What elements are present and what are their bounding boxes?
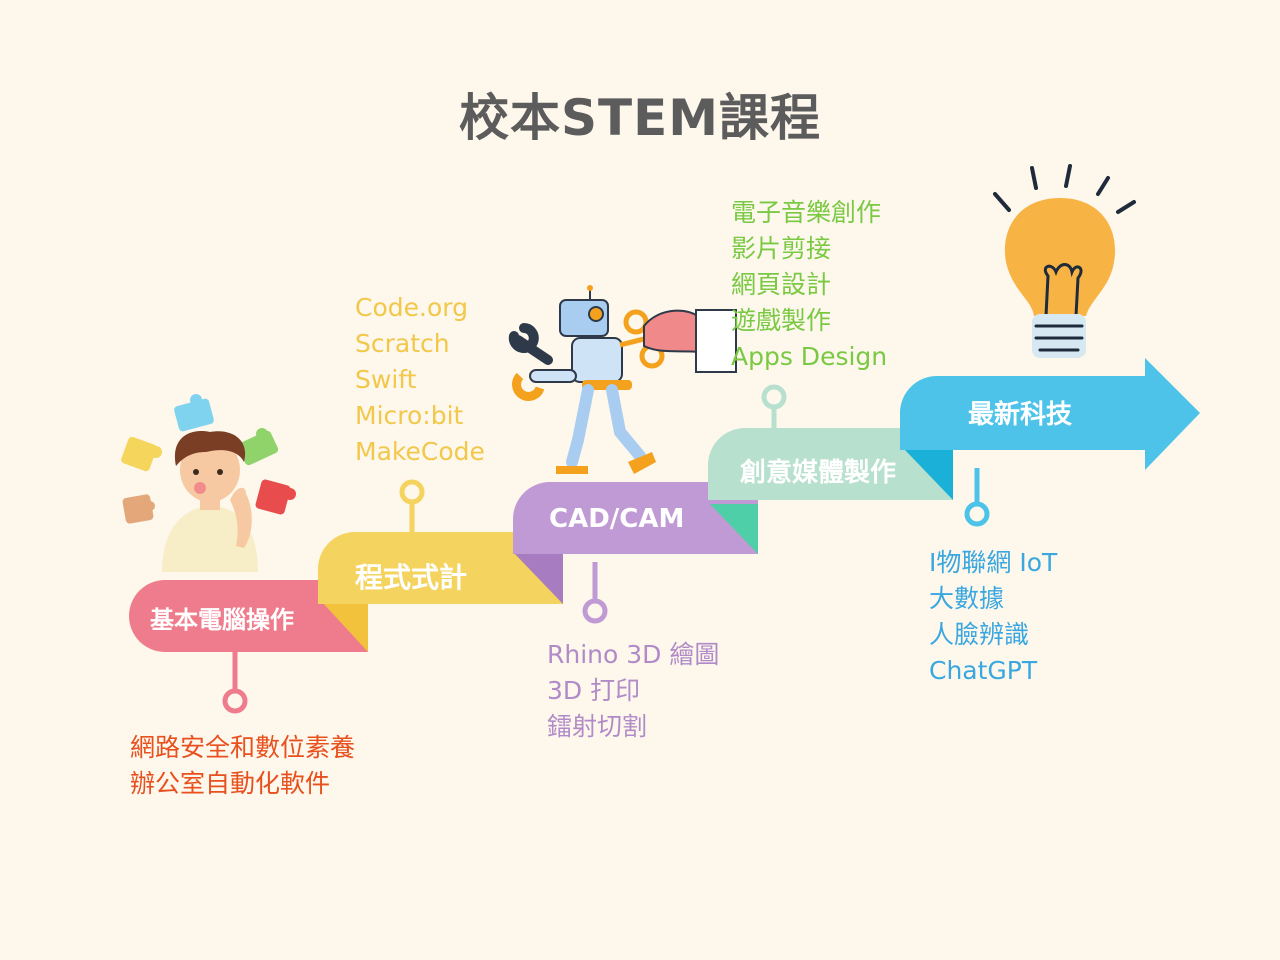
stage-2-items: Code.org Scratch Swift Micro:bit MakeCod…: [355, 290, 485, 470]
stage-3-label: CAD/CAM: [549, 504, 685, 534]
list-item: Code.org: [355, 293, 468, 322]
page-title: 校本STEM課程: [458, 89, 822, 147]
stage-5-label: 最新科技: [968, 400, 1073, 430]
list-item: 影片剪接: [731, 234, 832, 263]
list-item: Scratch: [355, 329, 450, 358]
stage-3-ribbon: [513, 482, 758, 604]
list-item: 鐳射切割: [547, 712, 648, 741]
list-item: 3D 打印: [547, 676, 641, 705]
robot-icon: [508, 285, 737, 474]
stage-4-ribbon: [708, 428, 953, 500]
stage-1-items: 網路安全和數位素養 辦公室自動化軟件: [130, 730, 355, 802]
list-item: ChatGPT: [929, 656, 1038, 685]
list-item: Swift: [355, 365, 417, 394]
list-item: 電子音樂創作: [731, 198, 882, 227]
list-item: 辦公室自動化軟件: [130, 769, 331, 798]
stage-2-pin: [399, 479, 425, 532]
list-item: Micro:bit: [355, 401, 464, 430]
stage-5-items: I物聯網 IoT 大數據 人臉辨識 ChatGPT: [929, 545, 1057, 689]
list-item: 大數據: [929, 584, 1005, 613]
stage-4-label: 創意媒體製作: [740, 458, 897, 488]
lightbulb-icon: [993, 164, 1136, 358]
thinking-person-icon: [121, 394, 296, 572]
stage-5-ribbon: [900, 358, 1200, 470]
stage-5-pin: [964, 468, 990, 527]
stage-1-ribbon: [129, 580, 368, 652]
stage-4-pin: [761, 384, 787, 428]
stage-2-label: 程式式計: [355, 561, 468, 594]
list-item: Rhino 3D 繪圖: [547, 640, 720, 669]
list-item: 網頁設計: [731, 270, 832, 299]
stage-1-label: 基本電腦操作: [150, 606, 294, 634]
list-item: 遊戲製作: [731, 306, 832, 335]
stage-4-items: 電子音樂創作 影片剪接 網頁設計 遊戲製作 Apps Design: [731, 195, 887, 375]
stage-3-pin: [582, 562, 608, 624]
stage-1-pin: [222, 652, 248, 714]
list-item: MakeCode: [355, 437, 485, 466]
list-item: 網路安全和數位素養: [130, 733, 356, 762]
list-item: I物聯網 IoT: [929, 548, 1058, 577]
list-item: Apps Design: [731, 342, 888, 371]
stage-3-items: Rhino 3D 繪圖 3D 打印 鐳射切割: [547, 637, 719, 745]
list-item: 人臉辨識: [929, 620, 1030, 649]
